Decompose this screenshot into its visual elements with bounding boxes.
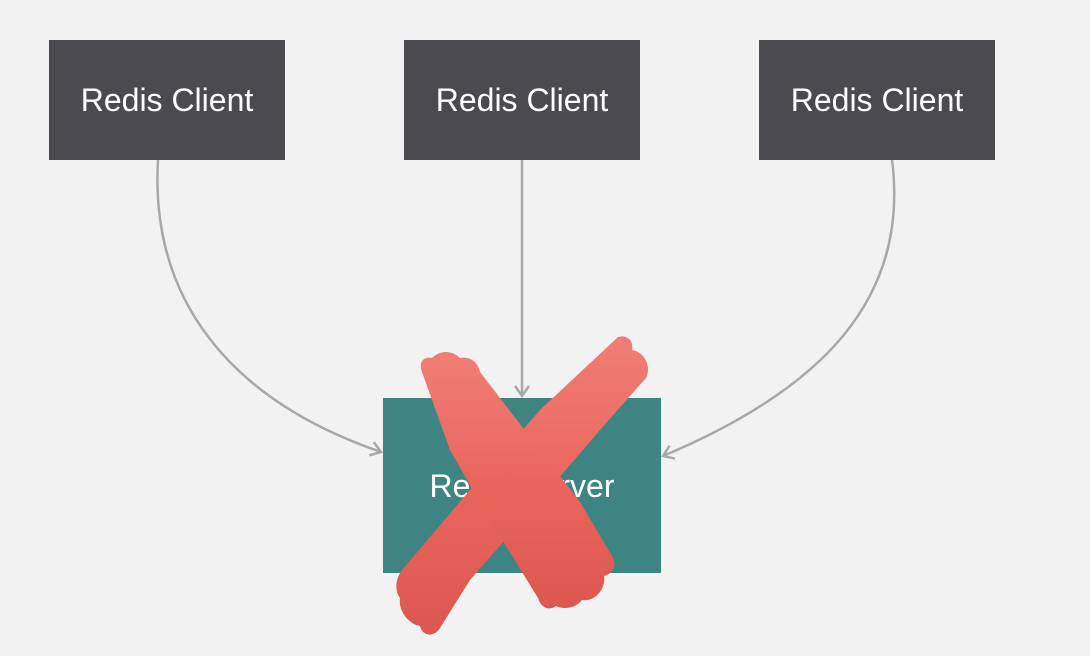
redis-client-node-3: Redis Client <box>759 40 995 160</box>
redis-client-label: Redis Client <box>790 81 964 118</box>
edge-client-3-to-server <box>663 159 896 456</box>
redis-server-node: Redis Server <box>383 398 661 573</box>
redis-client-label: Redis Client <box>80 81 254 118</box>
redis-client-label: Redis Client <box>435 81 609 118</box>
redis-client-node-1: Redis Client <box>49 40 285 160</box>
redis-server-label: Redis Server <box>429 468 615 504</box>
redis-client-node-2: Redis Client <box>404 40 640 160</box>
edge-client-1-to-server <box>156 159 381 452</box>
